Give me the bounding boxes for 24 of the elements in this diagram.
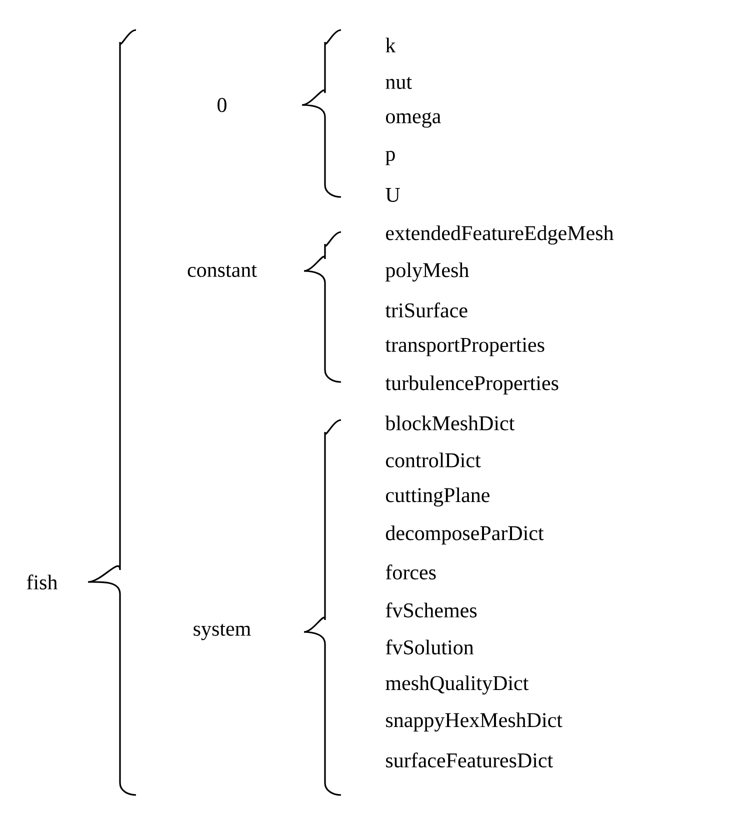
file-name: turbulenceProperties: [385, 375, 558, 395]
folder-name: 0: [218, 98, 226, 112]
file-name: triSurface: [385, 302, 468, 318]
file-name: U: [386, 188, 400, 202]
folder-name: system: [194, 624, 251, 640]
file-name: cuttingPlane: [386, 487, 490, 507]
file-name: meshQualityDict: [386, 675, 529, 695]
file-name: p: [386, 150, 395, 166]
file-name: snappyHexMeshDict: [386, 712, 562, 732]
file-name: controlDict: [386, 452, 481, 468]
file-name: blockMeshDict: [385, 416, 515, 430]
folder-name: constant: [188, 264, 257, 277]
file-name: fvSolution: [386, 640, 474, 654]
file-name: omega: [386, 112, 441, 128]
file-name: k: [386, 38, 396, 52]
file-name: forces: [386, 564, 436, 580]
file-name: extendedFeatureEdgeMesh: [386, 225, 614, 245]
file-name: polyMesh: [386, 262, 469, 282]
file-name: transportProperties: [385, 338, 544, 356]
file-name: nut: [386, 76, 412, 89]
file-name: decomposeParDict: [386, 525, 544, 545]
folder-name: fish: [26, 574, 58, 590]
file-name: surfaceFeaturesDict: [386, 752, 553, 768]
file-name: fvSchemes: [386, 602, 477, 618]
